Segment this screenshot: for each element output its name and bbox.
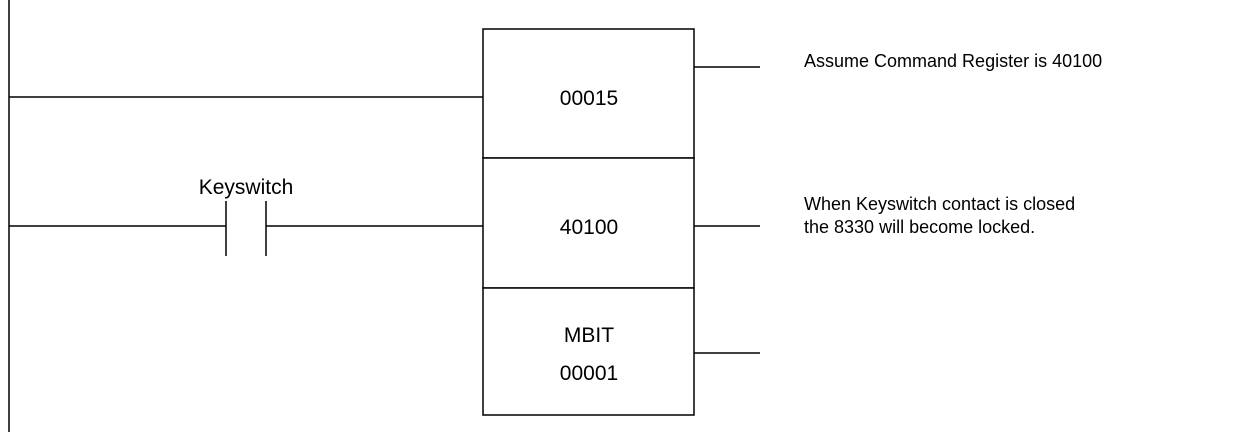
block-bottom-line-2: 00001 (560, 362, 618, 385)
block-cell-middle (482, 157, 695, 289)
block-cell-bottom (482, 287, 695, 416)
keyswitch-label: Keyswitch (199, 176, 294, 199)
note-assume-register: Assume Command Register is 40100 (804, 51, 1102, 71)
block-bottom-line-1: MBIT (564, 324, 614, 347)
block-middle-value: 40100 (560, 216, 618, 239)
note-keyswitch-line-1: When Keyswitch contact is closed (804, 194, 1075, 214)
note-keyswitch-line-2: the 8330 will become locked. (804, 217, 1035, 237)
block-top-value: 00015 (560, 87, 618, 110)
